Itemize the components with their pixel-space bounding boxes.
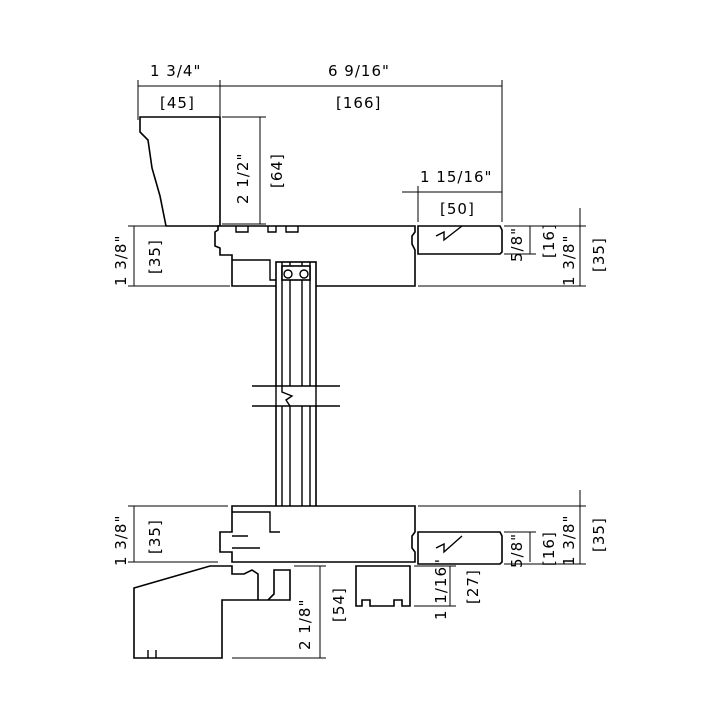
dim-top-right-lip-in: 5/8" (508, 227, 526, 262)
dim-top-right-thk-mm: [35] (590, 237, 608, 272)
dim-top-right-thk-in: 1 3/8" (560, 235, 578, 286)
dimension-labels: 1 3/4" [45] 6 9/16" [166] 1 15/16" [50] … (112, 62, 608, 650)
head-jamb (139, 116, 503, 287)
dim-top-width-mm: [45] (160, 94, 195, 112)
dim-sill-height-mm: [54] (330, 587, 348, 622)
dim-stop-height-in: 1 1/16" (432, 558, 450, 620)
dim-bot-right-lip-mm: [16] (540, 531, 558, 566)
dim-total-width-mm: [166] (336, 94, 381, 112)
dim-bot-left-thk-mm: [35] (146, 519, 164, 554)
sill (133, 505, 503, 659)
dim-bot-right-lip-in: 5/8" (508, 533, 526, 568)
dim-top-right-lip-mm: [16] (540, 223, 558, 258)
dim-head-height-mm: [64] (268, 153, 286, 188)
dim-bot-right-thk-in: 1 3/8" (560, 515, 578, 566)
dim-top-width-in: 1 3/4" (150, 62, 201, 80)
dim-total-width-in: 6 9/16" (328, 62, 390, 80)
dimension-lines (128, 80, 586, 659)
dim-sill-height-in: 2 1/8" (296, 599, 314, 650)
dim-nose-width-mm: [50] (440, 200, 475, 218)
dim-nose-width-in: 1 15/16" (420, 168, 492, 186)
dim-stop-height-mm: [27] (464, 569, 482, 604)
glazing-unit (240, 261, 350, 533)
dim-bot-left-thk-in: 1 3/8" (112, 515, 130, 566)
dim-head-height-in: 2 1/2" (234, 153, 252, 204)
dim-top-left-thk-mm: [35] (146, 239, 164, 274)
dim-top-left-thk-in: 1 3/8" (112, 235, 130, 286)
dim-bot-right-thk-mm: [35] (590, 517, 608, 552)
